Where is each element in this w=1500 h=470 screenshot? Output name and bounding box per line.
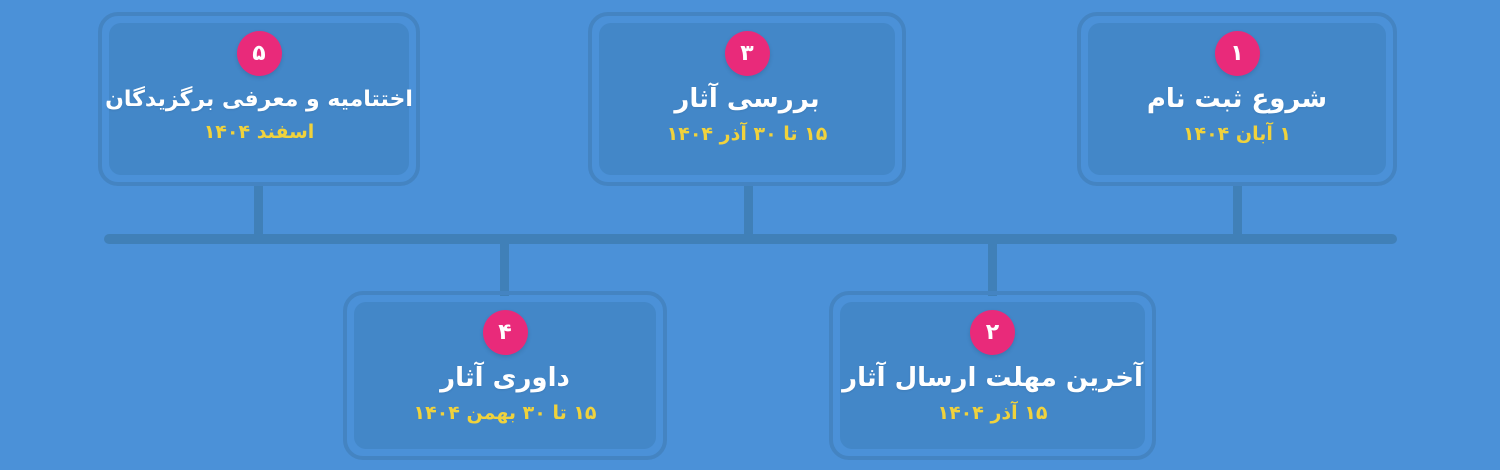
connector-step-3 (744, 182, 753, 238)
timeline-step-3-card: ۳ بررسی آثار ۱۵ تا ۳۰ آذر ۱۴۰۴ (588, 12, 906, 186)
step-4-title: داوری آثار (440, 363, 570, 393)
step-3-title: بررسی آثار (674, 84, 820, 114)
step-3-date: ۱۵ تا ۳۰ آذر ۱۴۰۴ (666, 123, 828, 145)
step-1-date: ۱ آبان ۱۴۰۴ (1182, 123, 1292, 145)
timeline-step-1-card: ۱ شروع ثبت نام ۱ آبان ۱۴۰۴ (1077, 12, 1397, 186)
timeline-axis-line (104, 234, 1397, 244)
timeline-step-4-card: ۴ داوری آثار ۱۵ تا ۳۰ بهمن ۱۴۰۴ (343, 291, 667, 460)
step-2-title: آخرین مهلت ارسال آثار (842, 363, 1143, 393)
connector-step-4 (500, 240, 509, 296)
step-3-number-badge: ۳ (724, 31, 770, 76)
timeline-step-1-body: ۱ شروع ثبت نام ۱ آبان ۱۴۰۴ (1088, 23, 1386, 175)
step-1-number-badge: ۱ (1214, 31, 1260, 76)
step-4-date: ۱۵ تا ۳۰ بهمن ۱۴۰۴ (413, 402, 597, 424)
timeline-step-3-body: ۳ بررسی آثار ۱۵ تا ۳۰ آذر ۱۴۰۴ (599, 23, 895, 175)
step-5-number-badge: ۵ (236, 31, 282, 76)
connector-step-5 (254, 182, 263, 238)
connector-step-2 (988, 240, 997, 296)
timeline-step-2-body: ۲ آخرین مهلت ارسال آثار ۱۵ آذر ۱۴۰۴ (840, 302, 1145, 449)
timeline-step-5-card: ۵ اختتامیه و معرفی برگزیدگان اسفند ۱۴۰۴ (98, 12, 420, 186)
step-4-number-badge: ۴ (482, 310, 528, 355)
connector-step-1 (1233, 182, 1242, 238)
timeline-step-2-card: ۲ آخرین مهلت ارسال آثار ۱۵ آذر ۱۴۰۴ (829, 291, 1156, 460)
step-5-date: اسفند ۱۴۰۴ (203, 121, 315, 143)
timeline-step-5-body: ۵ اختتامیه و معرفی برگزیدگان اسفند ۱۴۰۴ (105, 23, 413, 175)
step-2-date: ۱۵ آذر ۱۴۰۴ (937, 402, 1048, 424)
step-5-title: اختتامیه و معرفی برگزیدگان (105, 87, 413, 112)
step-2-number-badge: ۲ (970, 310, 1015, 355)
step-1-title: شروع ثبت نام (1146, 84, 1328, 114)
timeline-step-4-body: ۴ داوری آثار ۱۵ تا ۳۰ بهمن ۱۴۰۴ (354, 302, 656, 449)
